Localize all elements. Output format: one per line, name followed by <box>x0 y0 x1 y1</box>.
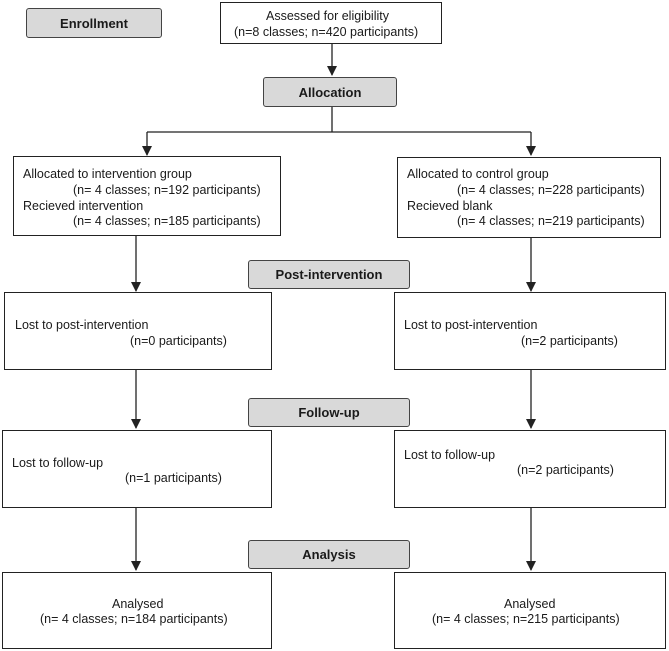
intervention-lost-post-label: Lost to post-intervention <box>15 318 149 332</box>
stage-follow-up: Follow-up <box>248 398 410 427</box>
stage-post-intervention: Post-intervention <box>248 260 410 289</box>
intervention-lost-follow-box: Lost to follow-up (n=1 participants) <box>2 430 272 508</box>
control-lost-follow-box: Lost to follow-up (n=2 participants) <box>394 430 666 508</box>
intervention-lost-follow-label: Lost to follow-up <box>12 456 104 470</box>
stage-allocation-label: Allocation <box>298 84 362 100</box>
control-analysed-counts: (n= 4 classes; n=215 participants) <box>432 612 620 626</box>
stage-follow-up-label: Follow-up <box>298 405 360 420</box>
control-analysis-box: Analysed (n= 4 classes; n=215 participan… <box>394 572 666 649</box>
stage-analysis: Analysis <box>248 540 410 569</box>
stage-enrollment: Enrollment <box>26 8 162 38</box>
intervention-received-label: Recieved intervention <box>23 199 144 213</box>
control-lost-follow-label: Lost to follow-up <box>404 448 496 462</box>
control-allocation-box: Allocated to control group (n= 4 classes… <box>397 157 661 238</box>
intervention-lost-post-counts: (n=0 participants) <box>130 334 227 348</box>
intervention-allocation-box: Allocated to intervention group (n= 4 cl… <box>13 156 281 236</box>
assessed-counts: (n=8 classes; n=420 participants) <box>234 25 419 39</box>
control-analysed-label: Analysed <box>504 597 556 611</box>
control-lost-follow-counts: (n=2 participants) <box>517 463 614 477</box>
control-received-label: Recieved blank <box>407 199 493 213</box>
stage-enrollment-label: Enrollment <box>60 15 128 31</box>
stage-allocation: Allocation <box>263 77 397 107</box>
intervention-lost-follow-counts: (n=1 participants) <box>125 471 222 485</box>
intervention-analysed-counts: (n= 4 classes; n=184 participants) <box>40 612 228 626</box>
control-lost-post-label: Lost to post-intervention <box>404 318 538 332</box>
assessed-box: Assessed for eligibility (n=8 classes; n… <box>220 2 442 44</box>
control-lost-post-box: Lost to post-intervention (n=2 participa… <box>394 292 666 370</box>
stage-analysis-label: Analysis <box>302 547 356 562</box>
intervention-analysis-box: Analysed (n= 4 classes; n=184 participan… <box>2 572 272 649</box>
assessed-title: Assessed for eligibility <box>266 9 389 23</box>
intervention-received-counts: (n= 4 classes; n=185 participants) <box>73 214 261 228</box>
intervention-analysed-label: Analysed <box>112 597 164 611</box>
stage-post-intervention-label: Post-intervention <box>275 267 383 282</box>
intervention-lost-post-box: Lost to post-intervention (n=0 participa… <box>4 292 272 370</box>
control-allocated-counts: (n= 4 classes; n=228 participants) <box>457 183 645 197</box>
intervention-allocated-counts: (n= 4 classes; n=192 participants) <box>73 183 261 197</box>
control-allocated-label: Allocated to control group <box>407 167 549 181</box>
intervention-allocated-label: Allocated to intervention group <box>23 167 192 181</box>
control-received-counts: (n= 4 classes; n=219 participants) <box>457 214 645 228</box>
control-lost-post-counts: (n=2 participants) <box>521 334 618 348</box>
